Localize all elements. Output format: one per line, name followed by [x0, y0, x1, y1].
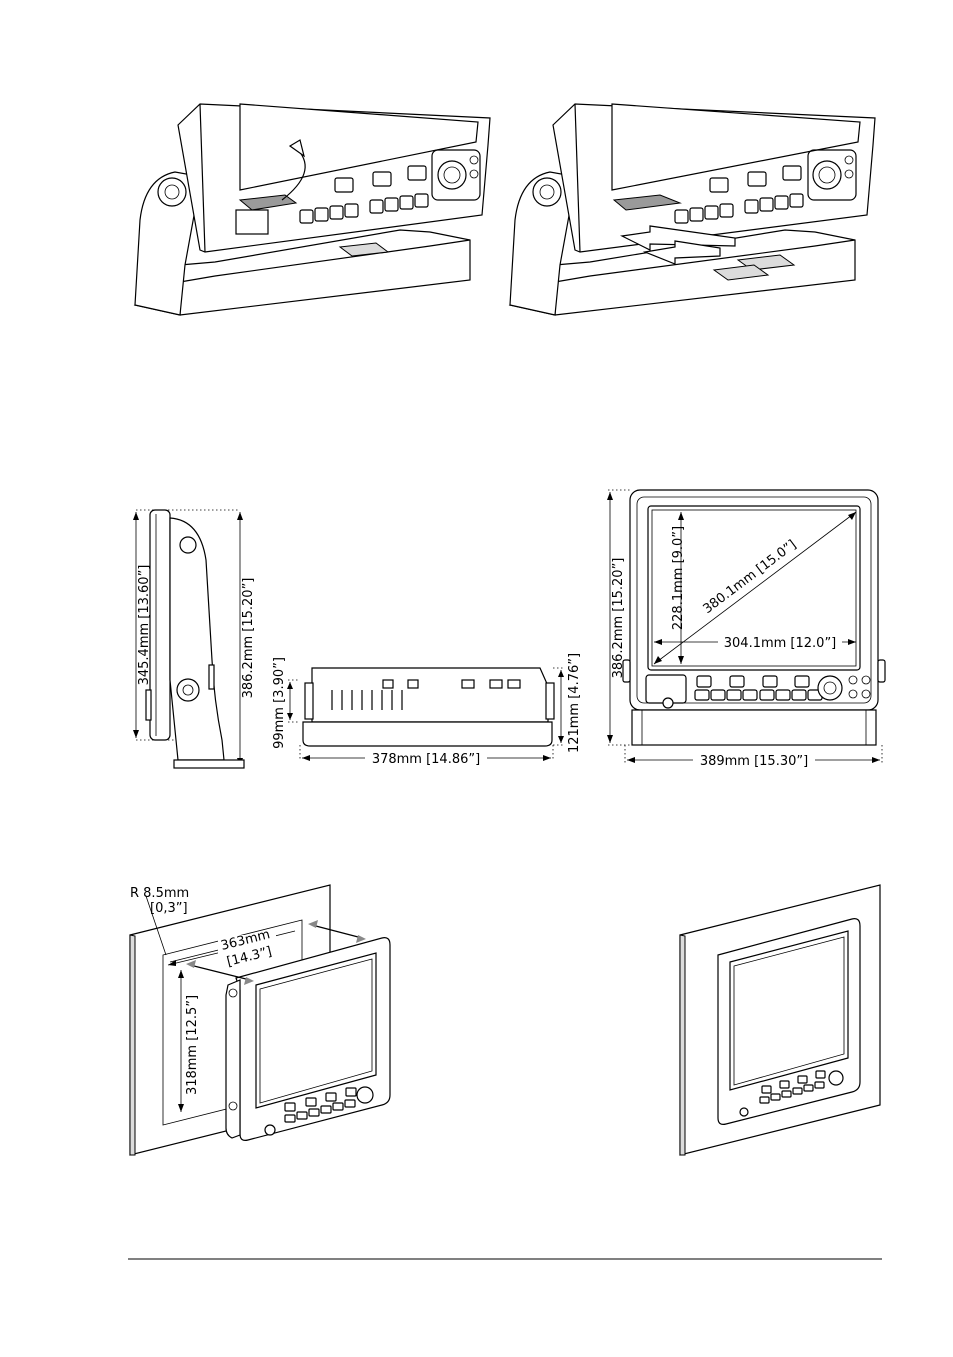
cutout-height-label: 318mm [12.5”] [185, 995, 200, 1095]
screen-width-label: 304.1mm [12.0”] [724, 636, 837, 651]
side-height-front-label: 345.4mm [13.60”] [137, 565, 152, 686]
top-view-drawing: 378mm [14.86”] 99mm [3.90”] 121mm [4.76”… [272, 653, 582, 767]
cutout-radius-label: R 8.5mm [130, 886, 189, 901]
cutout-radius-inch-label: [0,3”] [150, 901, 188, 916]
screen-height-label: 228.1mm [9.0”] [671, 526, 686, 630]
panel-cutout-illustration: R 8.5mm [0,3”] 363mm [14.3”] 318mm [12.5… [130, 885, 390, 1155]
front-height-label: 386.2mm [15.20”] [611, 558, 626, 679]
side-view-drawing: 345.4mm [13.60”] 386.2mm [15.20”] [133, 510, 256, 768]
flush-mounted-illustration [680, 885, 880, 1155]
top-depth-total-label: 121mm [4.76”] [567, 653, 582, 753]
side-height-total-label: 386.2mm [15.20”] [241, 578, 256, 699]
top-width-label: 378mm [14.86”] [372, 752, 480, 767]
card-slot-open-illustration [135, 104, 490, 315]
front-width-label: 389mm [15.30”] [700, 754, 808, 769]
front-view-drawing: 304.1mm [12.0”] 228.1mm [9.0”] 380.1mm [… [607, 490, 885, 769]
top-depth-body-label: 99mm [3.90”] [272, 657, 287, 749]
card-insert-illustration [510, 104, 875, 315]
